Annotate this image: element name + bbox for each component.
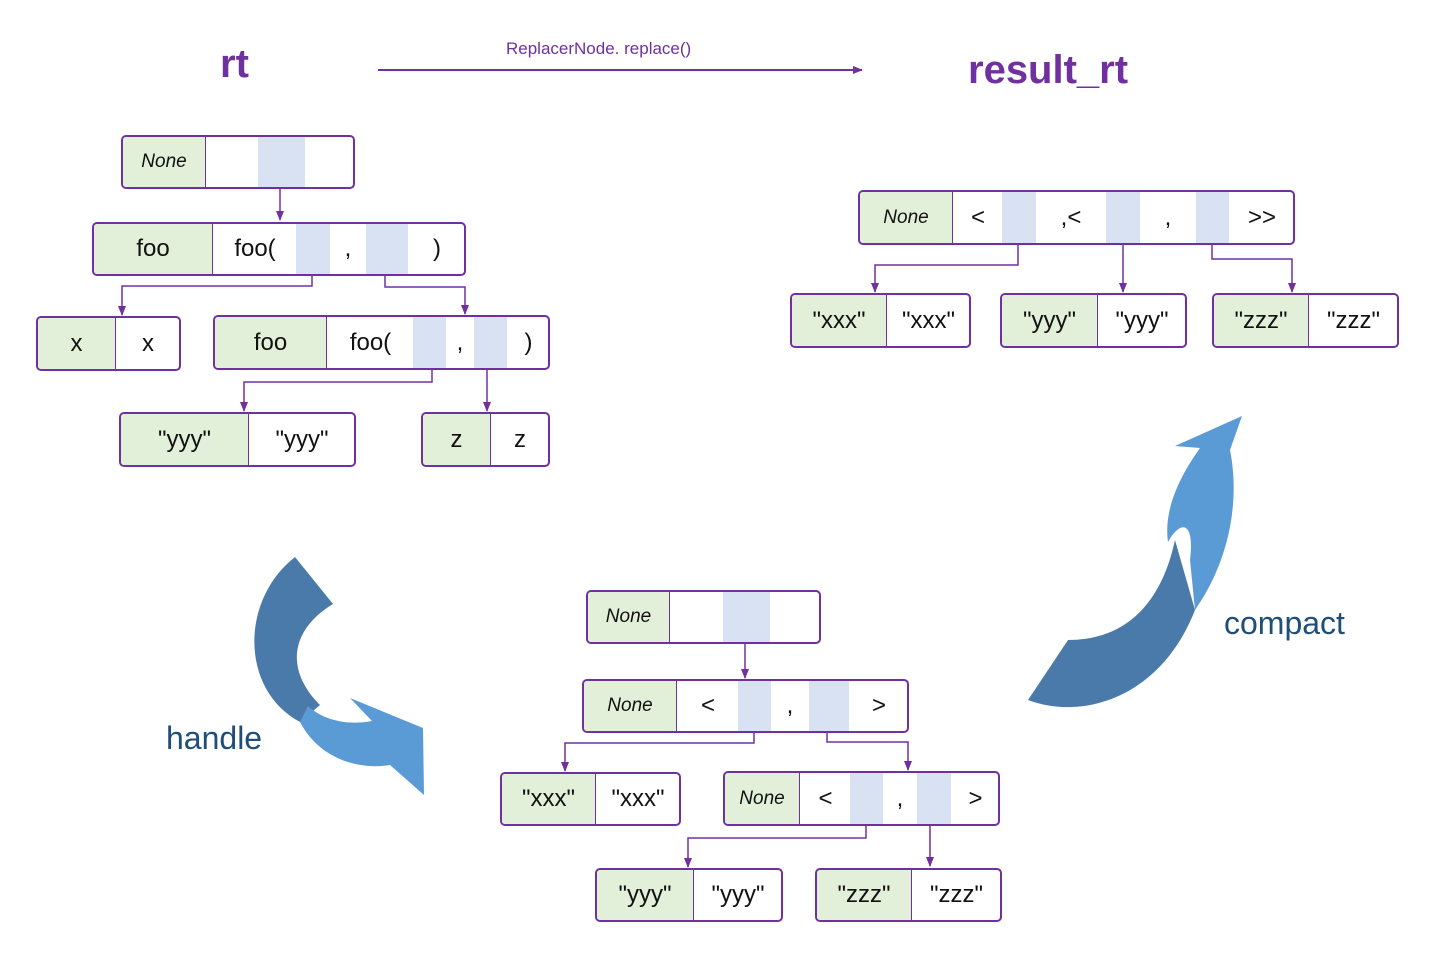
node-name: None [588,592,670,642]
rt-yyy-node: "yyy" "yyy" [119,412,356,467]
handled-yyy-node: "yyy" "yyy" [595,868,783,922]
node-text: >> [1247,203,1277,231]
node-text: "zzz" [1326,306,1381,334]
node-text: , [344,235,352,262]
child-slot [738,681,771,731]
child-slot [1002,192,1036,243]
handled-root-node: None [586,590,821,644]
rt-foo-outer-node: foo foo( , ) [92,222,466,276]
child-slot [917,773,951,824]
child-slot [723,592,770,642]
rt-title: rt [220,42,249,86]
node-name: x [38,318,116,369]
child-slot [474,317,507,368]
node-name: None [584,681,677,731]
node-name: "xxx" [502,774,596,824]
node-text: < [970,203,985,231]
rt-foo-inner-node: foo foo( , ) [213,315,550,370]
result-root-node: None < ,< , >> [858,190,1295,245]
result-xxx-node: "xxx" "xxx" [790,293,971,348]
node-text: < [818,784,833,812]
node-text: , [786,692,794,719]
compact-curved-arrow [1028,416,1242,708]
node-name: z [423,414,491,465]
node-text: x [142,329,154,357]
node-text: , [1164,203,1172,231]
node-name: "zzz" [817,870,912,920]
child-slot [809,681,849,731]
handled-inner-node: None < , > [723,771,1000,826]
node-text: "zzz" [929,881,984,908]
child-slot [258,137,305,187]
node-name: None [860,192,953,243]
handle-label: handle [166,720,263,756]
node-text: "xxx" [611,785,665,812]
node-name: foo [215,317,327,368]
node-text: "xxx" [901,306,956,334]
handle-curved-arrow [254,557,424,795]
handled-zzz-node: "zzz" "zzz" [815,868,1002,922]
child-slot [366,224,408,274]
node-text: foo( [349,328,392,356]
node-text: , [896,784,904,812]
handled-mid-node: None < , > [582,679,909,733]
child-slot [1196,192,1229,243]
node-text: z [514,425,526,453]
child-slot [296,224,330,274]
node-text: < [700,692,715,719]
handled-xxx-node: "xxx" "xxx" [500,772,681,826]
child-slot [413,317,446,368]
node-text: ) [433,235,441,262]
node-text: foo( [234,235,276,262]
child-slot [1106,192,1140,243]
rt-z-node: z z [421,412,550,467]
compact-label: compact [1224,605,1345,641]
node-name: "yyy" [597,870,694,920]
node-name: "zzz" [1214,295,1309,346]
node-text: , [456,328,464,356]
child-slot [850,773,883,824]
node-name: "yyy" [1002,295,1098,346]
result-rt-title: result_rt [968,48,1129,92]
node-text: > [968,784,983,812]
node-text: ,< [1060,203,1082,231]
node-name: None [123,137,206,187]
node-text: "yyy" [711,881,765,908]
result-yyy-node: "yyy" "yyy" [1000,293,1187,348]
node-text: ) [524,328,533,356]
node-name: "yyy" [121,414,249,465]
replace-operation-label: ReplacerNode. replace() [506,39,692,58]
result-zzz-node: "zzz" "zzz" [1212,293,1399,348]
rt-x-node: x x [36,316,181,371]
node-name: None [725,773,800,824]
node-name: "xxx" [792,295,887,346]
node-name: foo [94,224,213,274]
node-text: "yyy" [1115,306,1169,334]
node-text: "yyy" [275,425,329,453]
node-text: > [871,692,886,719]
rt-root-node: None [121,135,355,189]
